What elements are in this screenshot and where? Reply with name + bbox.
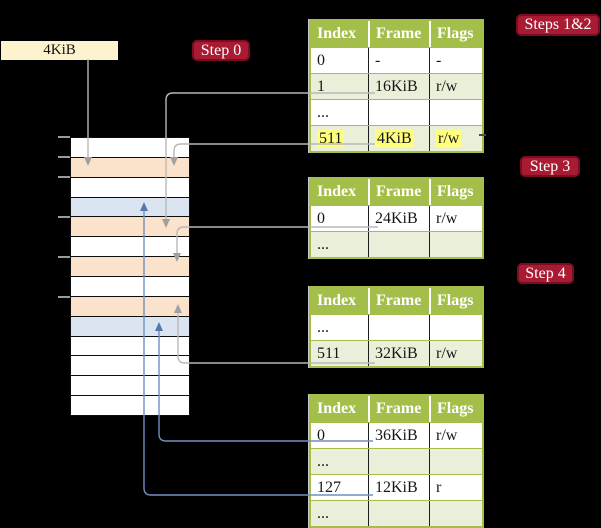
- table-row: 0 --: [311, 47, 482, 73]
- col-header-flags: Flags: [429, 396, 482, 422]
- step-label-steps-1-2: Steps 1&2: [516, 14, 600, 36]
- cell-frame: -: [368, 48, 429, 73]
- step-label-step-3: Step 3: [520, 156, 580, 177]
- cell-index: ...: [317, 236, 329, 253]
- col-header-flags: Flags: [429, 21, 482, 47]
- memory-row-1-white: [71, 138, 189, 157]
- memory-row-14-white: [71, 395, 189, 416]
- cell-index: 0: [317, 52, 325, 69]
- col-header-index: Index: [317, 292, 357, 309]
- cell-frame: [368, 100, 429, 125]
- memory-row-3-white: [71, 176, 189, 197]
- page-size-label: 4KiB: [43, 42, 76, 58]
- cell-frame: [368, 315, 429, 340]
- memory-tick: [58, 256, 70, 258]
- memory-tick: [58, 216, 70, 218]
- cell-index: 127: [317, 479, 341, 496]
- cell-frame: 16KiB: [368, 74, 429, 99]
- cell-frame: 36KiB: [368, 423, 429, 448]
- col-header-frame: Frame: [368, 21, 429, 47]
- step-label-step-4: Step 4: [517, 263, 574, 284]
- cell-flags: -: [429, 48, 482, 73]
- cell-flags: [429, 100, 482, 125]
- memory-row-11-white: [71, 335, 189, 356]
- cell-flags: [429, 232, 482, 257]
- highlighted-value: r/w: [436, 130, 462, 147]
- col-header-frame: Frame: [368, 179, 429, 205]
- col-header-frame: Frame: [368, 288, 429, 314]
- step-label-step-0: Step 0: [192, 40, 250, 61]
- cell-index: 511: [311, 126, 368, 151]
- memory-row-4-blue: [71, 196, 189, 217]
- cell-index: ...: [317, 505, 329, 522]
- table-row: ...: [311, 500, 482, 526]
- cell-frame: 24KiB: [368, 206, 429, 231]
- cell-frame: 12KiB: [368, 475, 429, 500]
- memory-row-7-peach: [71, 256, 189, 277]
- cell-frame: [368, 449, 429, 474]
- cell-index: ...: [317, 319, 329, 336]
- cell-frame: 32KiB: [368, 341, 429, 366]
- page-size-box: 4KiB: [1, 41, 118, 60]
- cell-frame: [368, 501, 429, 526]
- table-row: ...: [311, 448, 482, 474]
- cell-flags: r/w: [429, 341, 482, 366]
- memory-tick: [58, 296, 70, 298]
- table-row: ...: [311, 231, 482, 257]
- table-row: 511 4KiB r/w: [311, 125, 482, 151]
- memory-row-6-white: [71, 236, 189, 257]
- cell-index: 0: [317, 427, 325, 444]
- highlighted-value: 4KiB: [375, 130, 414, 147]
- cell-flags: r: [429, 475, 482, 500]
- cell-frame: 4KiB: [368, 126, 429, 151]
- col-header-flags: Flags: [429, 179, 482, 205]
- cell-index: ...: [317, 453, 329, 470]
- cell-flags: r/w: [429, 126, 482, 151]
- memory-row-2-peach: [71, 156, 189, 177]
- memory-row-5-peach: [71, 216, 189, 237]
- memory-row-10-blue: [71, 315, 189, 336]
- stray-dash: [479, 134, 486, 136]
- table-row: ...: [311, 314, 482, 340]
- memory-tick: [58, 136, 70, 138]
- memory-row-12-white: [71, 355, 189, 376]
- cell-flags: r/w: [429, 206, 482, 231]
- cell-flags: r/w: [429, 74, 482, 99]
- col-header-frame: Frame: [368, 396, 429, 422]
- col-header-index: Index: [317, 183, 357, 200]
- cell-frame: [368, 232, 429, 257]
- table-row: ...: [311, 99, 482, 125]
- cell-flags: [429, 501, 482, 526]
- cell-index: ...: [317, 104, 329, 121]
- memory-row-8-white: [71, 276, 189, 296]
- cell-flags: [429, 315, 482, 340]
- cell-index: 511: [317, 345, 341, 362]
- cell-flags: r/w: [429, 423, 482, 448]
- col-header-index: Index: [317, 25, 357, 42]
- memory-row-9-peach: [71, 295, 189, 316]
- memory-tick: [58, 156, 70, 158]
- physical-memory-stack: [70, 137, 190, 416]
- highlighted-value: 511: [317, 130, 345, 147]
- cell-index: 0: [317, 210, 325, 227]
- memory-tick: [58, 176, 70, 178]
- col-header-index: Index: [317, 400, 357, 417]
- cell-index: 1: [317, 78, 325, 95]
- col-header-flags: Flags: [429, 288, 482, 314]
- cell-flags: [429, 449, 482, 474]
- memory-row-13-white: [71, 375, 189, 396]
